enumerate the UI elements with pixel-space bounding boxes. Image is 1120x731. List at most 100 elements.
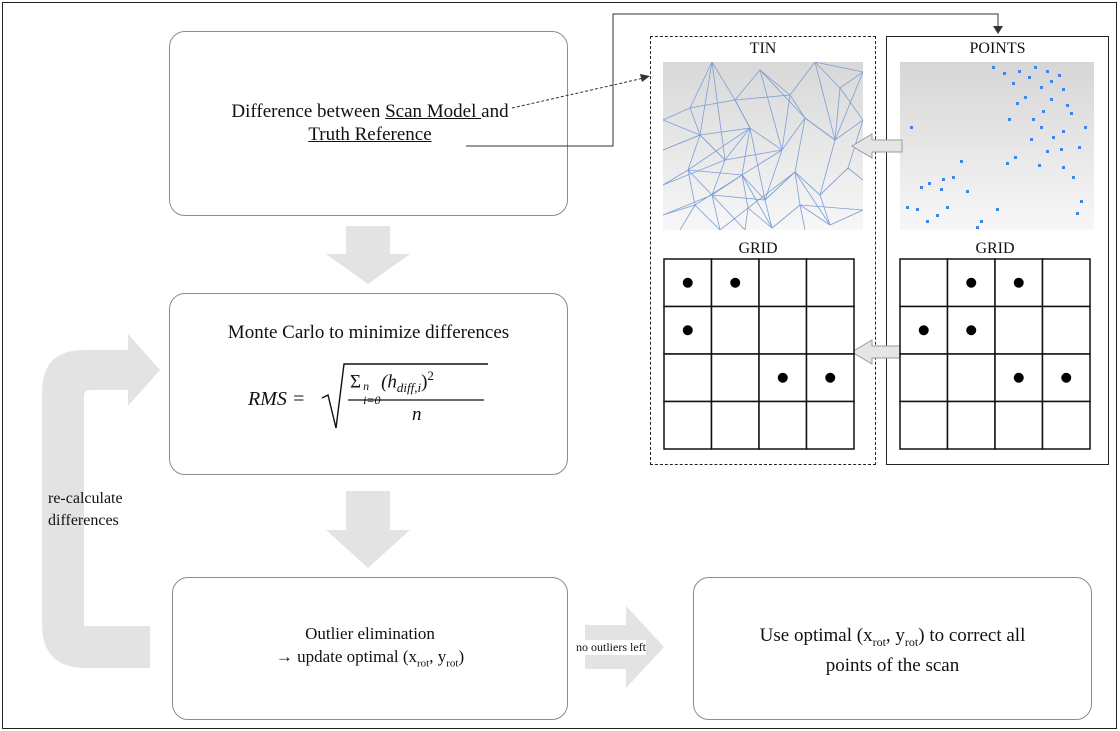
grid-cell [899, 400, 949, 450]
down-arrow-1 [326, 226, 410, 284]
grid-cell [710, 400, 760, 450]
scan-model-connector [511, 77, 645, 109]
grid-dot [1061, 372, 1072, 383]
points-grid-to-tin-grid-arrow [851, 339, 903, 365]
scan-point [1018, 70, 1021, 73]
scan-point [1062, 166, 1065, 169]
sum-lower: i=0 [363, 393, 381, 408]
scan-point [1016, 102, 1019, 105]
loop-label: re-calculate differences [48, 488, 123, 532]
scan-point [1034, 66, 1037, 69]
scan-point [1058, 74, 1061, 77]
correct-x-sub: rot [872, 634, 886, 649]
scan-point [992, 66, 995, 69]
grid-dot [1013, 277, 1024, 288]
scan-point [1080, 200, 1083, 203]
scan-point [916, 208, 919, 211]
down-arrow-2 [326, 491, 410, 568]
sum-symbol: Σ [350, 371, 362, 393]
grid-cell [994, 400, 1044, 450]
scan-point [960, 160, 963, 163]
scan-point [906, 206, 909, 209]
tin-grid-title: GRID [738, 240, 778, 257]
monte-carlo-step-box [169, 293, 568, 475]
scan-point [928, 182, 931, 185]
grid-dot [682, 325, 693, 336]
points-to-tin-arrow [851, 133, 903, 159]
scan-point [1076, 212, 1079, 215]
scan-point [1046, 150, 1049, 153]
scan-point [920, 186, 923, 189]
correct-comma: , y [885, 625, 905, 646]
scan-point [1008, 118, 1011, 121]
loop-label-line1: re-calculate [48, 490, 123, 507]
rms-formula: RMS = Σ n i=0 (hdiff,i)2 n [248, 362, 508, 432]
grid-dot [777, 372, 788, 383]
scan-point [1024, 96, 1027, 99]
scan-point [1006, 162, 1009, 165]
points-grid-title: GRID [975, 240, 1015, 257]
h-diff-close: ) [421, 371, 428, 393]
points-title: POINTS [969, 40, 1026, 57]
scan-point [966, 190, 969, 193]
sum-upper: n [363, 379, 370, 394]
scan-point [1038, 164, 1041, 167]
scan-model-label: Scan Model [385, 101, 482, 122]
grid-cell [710, 305, 760, 355]
grid-cell [946, 400, 996, 450]
tin-grid [663, 258, 855, 450]
grid-dot [825, 372, 836, 383]
correct-line1-suffix: ) to correct all [918, 625, 1026, 646]
h-diff-sub: diff,i [396, 380, 422, 396]
grid-cell [1041, 305, 1091, 355]
radical-sign [321, 363, 488, 429]
outlier-comma: , y [429, 647, 447, 666]
scan-point [1040, 86, 1043, 89]
outlier-y-sub: rot [446, 657, 459, 670]
scan-point [1050, 80, 1053, 83]
scan-point [1028, 76, 1031, 79]
scan-point [1050, 98, 1053, 101]
scan-point [976, 226, 979, 229]
difference-step-box [169, 31, 568, 216]
outlier-step-box [172, 577, 568, 720]
grid-cell [805, 258, 855, 308]
scan-point [1078, 146, 1081, 149]
h-diff-open: (h [381, 371, 397, 393]
scan-point [1014, 156, 1017, 159]
scan-point [952, 176, 955, 179]
scan-point [910, 126, 913, 129]
scan-point [1072, 176, 1075, 179]
grid-cell [994, 305, 1044, 355]
scan-point [1032, 118, 1035, 121]
scan-point [1012, 82, 1015, 85]
grid-cell [758, 305, 808, 355]
grid-cell [899, 258, 949, 308]
loop-label-line2: differences [48, 512, 119, 529]
grid-cell [758, 400, 808, 450]
scan-point [936, 214, 939, 217]
scan-point [946, 206, 949, 209]
correct-line2: points of the scan [825, 654, 960, 676]
scan-point [1003, 72, 1006, 75]
scan-point [1084, 126, 1087, 129]
grid-cell [805, 305, 855, 355]
scan-point [1030, 138, 1033, 141]
grid-cell [1041, 258, 1091, 308]
truth-reference-label: Truth Reference [308, 124, 432, 145]
tin-title: TIN [749, 40, 777, 57]
grid-dot [1013, 372, 1024, 383]
outlier-line2-prefix: → update optimal (x [275, 647, 418, 666]
difference-step-text: Difference between Scan Model and Truth … [175, 100, 565, 146]
no-outliers-label: no outliers left [576, 640, 646, 655]
grid-cell [899, 353, 949, 403]
outlier-close: ) [458, 647, 465, 666]
monte-carlo-title: Monte Carlo to minimize differences [227, 322, 510, 343]
grid-dot [730, 277, 741, 288]
scan-point [942, 178, 945, 181]
grid-cell [805, 400, 855, 450]
truth-reference-connector [466, 13, 999, 147]
scan-point [1066, 104, 1069, 107]
